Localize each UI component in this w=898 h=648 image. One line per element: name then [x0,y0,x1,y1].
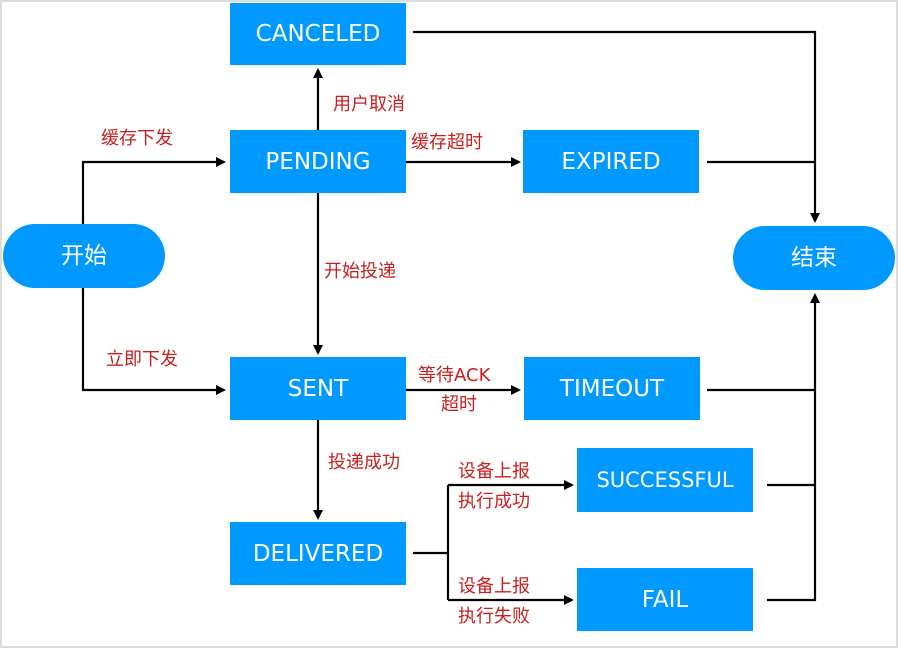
label-delivered-successful-1: 设备上报 [458,461,530,482]
node-canceled: CANCELED [230,3,406,65]
node-end-label: 结束 [791,245,837,271]
node-canceled-label: CANCELED [256,21,381,47]
label-sent-timeout-2: 超时 [441,394,477,415]
label-delivered-fail-2: 执行失败 [458,606,530,627]
node-start: 开始 [3,224,165,288]
label-delivered-successful-2: 执行成功 [458,491,530,512]
node-sent-label: SENT [288,376,349,402]
edge-start-pending [81,157,226,224]
label-pending-sent: 开始投递 [324,261,396,282]
node-sent: SENT [230,357,406,420]
label-start-pending: 缓存下发 [101,128,173,149]
connectors [81,30,820,605]
edge-fail-end [767,293,820,602]
node-delivered: DELIVERED [230,522,406,585]
edge-canceled-end [413,30,820,223]
node-timeout-label: TIMEOUT [559,376,665,402]
label-pending-canceled: 用户取消 [333,94,405,115]
label-delivered-fail-1: 设备上报 [458,576,530,597]
node-pending-label: PENDING [265,149,370,175]
node-fail-label: FAIL [642,587,689,613]
node-end: 结束 [733,226,895,290]
label-pending-expired: 缓存超时 [411,132,483,153]
label-sent-timeout-1: 等待ACK [418,365,492,386]
node-delivered-label: DELIVERED [253,541,383,567]
label-sent-delivered: 投递成功 [328,452,400,473]
node-expired: EXPIRED [523,130,699,193]
edge-start-sent [81,288,226,395]
node-start-label: 开始 [61,243,107,269]
node-timeout: TIMEOUT [524,357,700,420]
node-successful: SUCCESSFUL [577,448,753,512]
node-expired-label: EXPIRED [561,149,660,175]
node-fail: FAIL [577,568,753,631]
node-successful-label: SUCCESSFUL [596,468,733,492]
node-pending: PENDING [230,130,406,193]
label-start-sent: 立即下发 [106,349,178,370]
